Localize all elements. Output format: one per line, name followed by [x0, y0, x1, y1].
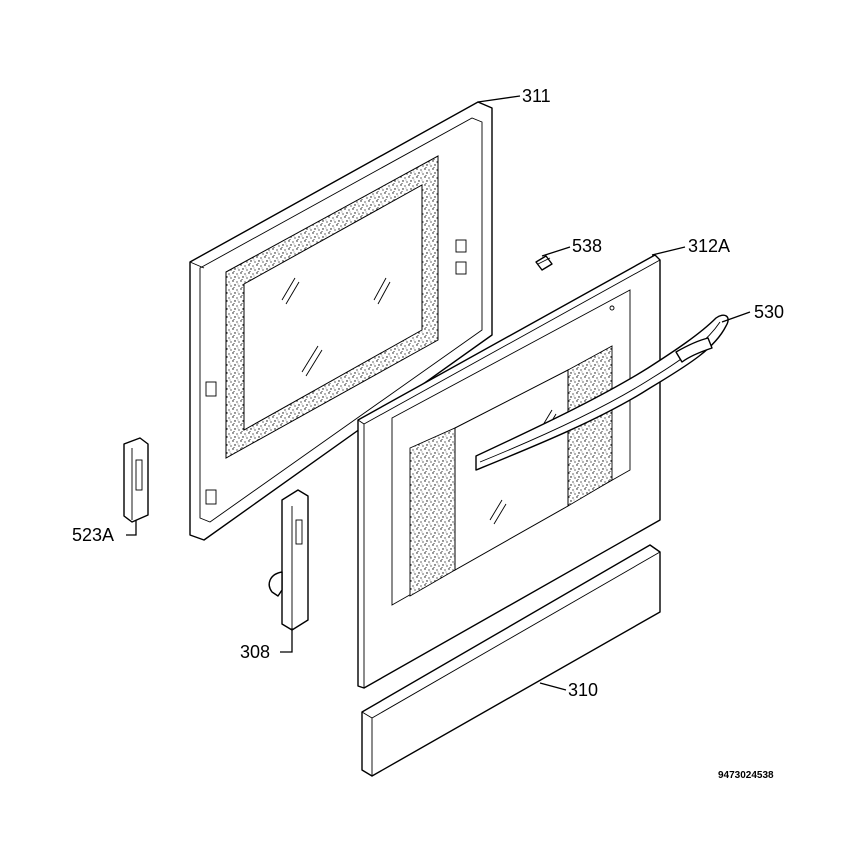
part-310-trim-strip — [361, 544, 661, 777]
part-530-handle — [475, 314, 729, 471]
label-311: 311 — [522, 86, 551, 106]
outer-glass — [454, 369, 569, 571]
label-310: 310 — [568, 680, 598, 700]
part-523a-bracket — [123, 437, 149, 523]
label-308: 308 — [240, 642, 270, 662]
hinge-slot — [205, 489, 217, 505]
label-530: 530 — [754, 302, 784, 322]
part-308-hinge — [268, 489, 309, 631]
hinge-slot — [205, 381, 217, 397]
leader-lines — [126, 95, 751, 691]
drawing-code: 9473024538 — [718, 770, 774, 781]
part-312a-outer-door — [357, 254, 661, 689]
outer-door-insulation — [409, 427, 456, 597]
hinge-slot — [455, 239, 467, 253]
label-523a: 523A — [72, 525, 114, 545]
label-538: 538 — [572, 236, 602, 256]
hinge-slot — [455, 261, 467, 275]
inner-glass — [243, 184, 423, 431]
part-538-screw — [535, 255, 553, 271]
part-311-inner-door — [189, 101, 493, 541]
label-312a: 312A — [688, 236, 730, 256]
